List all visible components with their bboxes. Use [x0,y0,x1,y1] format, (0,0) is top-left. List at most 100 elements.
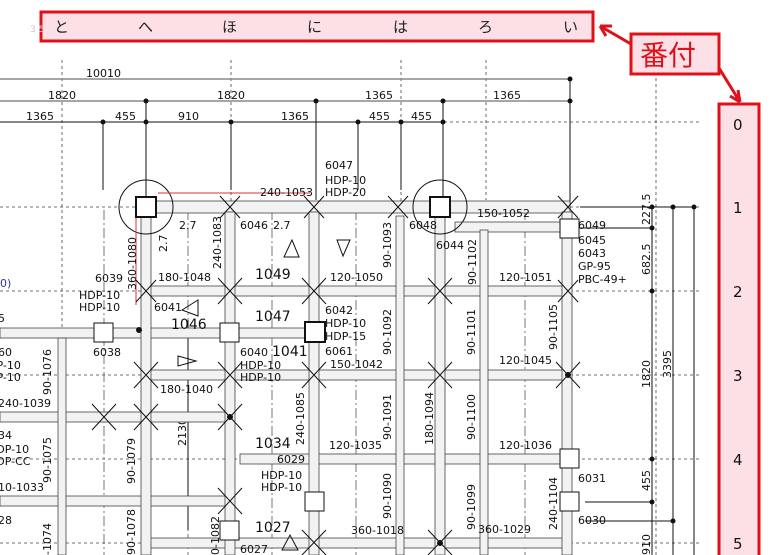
kana-label: ほ [222,18,237,36]
top-dimension-lines: 10010 1820 1820 1365 1365 1365 455 910 1… [0,67,573,210]
label: -1074 [41,523,54,555]
label: 60 [0,346,12,359]
label: 6045 [578,234,606,247]
label: 90-1090 [381,473,394,519]
label: 10-1033 [0,481,44,494]
label: 120-1035 [329,439,382,452]
label: PBC-49+ [578,273,627,286]
label: HDP-10 [325,174,366,187]
label: 1041 [272,344,308,360]
label: 6042 [325,304,353,317]
dim-label: 682.5 [640,244,653,276]
faint-prefix: 3 5 [30,25,44,35]
arrow-icon [598,24,742,104]
label: 6040 [240,346,268,359]
right-dimension-lines: 227.5 682.5 1820 3395 455 910 2130 [176,194,697,555]
dim-label: 910 [178,110,199,123]
dim-label: 1820 [640,360,653,388]
label: 90-1099 [465,484,478,530]
label: HDP-10 [261,469,302,482]
kana-label: い [563,18,578,36]
label: 6031 [578,472,606,485]
dim-label: 1365 [281,110,309,123]
dim-label: 227.5 [640,194,653,226]
dim-label: 1820 [217,89,245,102]
label: 1034 [255,436,291,452]
label: HDP-15 [325,330,366,343]
callout-label: 番付 [640,39,696,72]
row-number: 3 [733,367,743,385]
row-number: 2 [733,283,743,301]
dim-label: 910 [640,534,653,555]
label: 0-1082 [209,516,222,555]
label: 6048 [409,219,437,232]
dim-label: 1365 [493,89,521,102]
label: 6049 [578,219,606,232]
label: 90-1092 [381,309,394,355]
label: 150-1042 [330,358,383,371]
dim-label: 2130 [176,418,189,446]
dim-label: 3395 [661,350,674,378]
label: 2.7 [179,219,197,232]
label: 6046 [240,219,268,232]
row-number: 1 [733,199,743,217]
member-labels: 6047 HDP-10 HDP-20 240-1053 2.7 6046 2.7… [0,159,627,555]
dim-total: 10010 [86,67,121,80]
label: 90-1100 [465,394,478,440]
label: 1049 [255,267,291,283]
label: 2.7 [273,219,291,232]
label: 90-1091 [381,394,394,440]
label: 6061 [325,345,353,358]
label: 90-1076 [41,349,54,395]
label: 240-1104 [547,477,560,530]
label: 150-1052 [477,207,530,220]
label: DP-10 [0,371,21,384]
label: 90-1079 [125,438,138,484]
dim-label: 455 [369,110,390,123]
label: HDP-10 [325,317,366,330]
label: 6044 [436,239,464,252]
label: 6047 [325,159,353,172]
label: 6027 [240,543,268,555]
label: 6038 [93,346,121,359]
label: 360-1080 [126,237,139,290]
label: DP-10 [0,359,21,372]
label: 240-1085 [294,392,307,445]
label: 90-1101 [465,309,478,355]
label: 180-1040 [160,383,213,396]
label: GP-95 [578,260,611,273]
label: 1027 [255,520,291,536]
callout: 番付 [598,24,742,104]
label: 90-1093 [381,222,394,268]
label: 5 [0,312,5,325]
dim-label: 1365 [26,110,54,123]
label: 90-1078 [125,509,138,555]
row-number: 4 [733,451,743,469]
beams [0,200,573,555]
label: 6039 [95,272,123,285]
label: 2.7 [157,235,170,253]
label: 360-1018 [351,524,404,537]
label: 6041 [154,301,182,314]
link-label[interactable]: 0) [0,277,11,290]
label: HDP-10 [79,301,120,314]
label: 90-1075 [41,437,54,483]
row-number: 0 [733,116,743,134]
label: HDP-10 [261,481,302,494]
label: 6030 [578,514,606,527]
kana-label: に [307,18,322,36]
label: HDP-20 [325,186,366,199]
label: HDP-CC [0,455,31,468]
label: 120-1036 [499,439,552,452]
label: HDP-10 [240,359,281,372]
label: HDP-10 [0,443,29,456]
column-kana-banner: 3 5 と へ ほ に は ろ い [30,10,595,43]
columns [91,179,581,555]
label: 120-1051 [499,271,552,284]
label: 240-1083 [211,216,224,269]
label: 28 [0,514,12,527]
label: 1046 [171,317,207,333]
row-number-banner: 0 1 2 3 4 5 [717,102,761,555]
dim-label: 455 [115,110,136,123]
